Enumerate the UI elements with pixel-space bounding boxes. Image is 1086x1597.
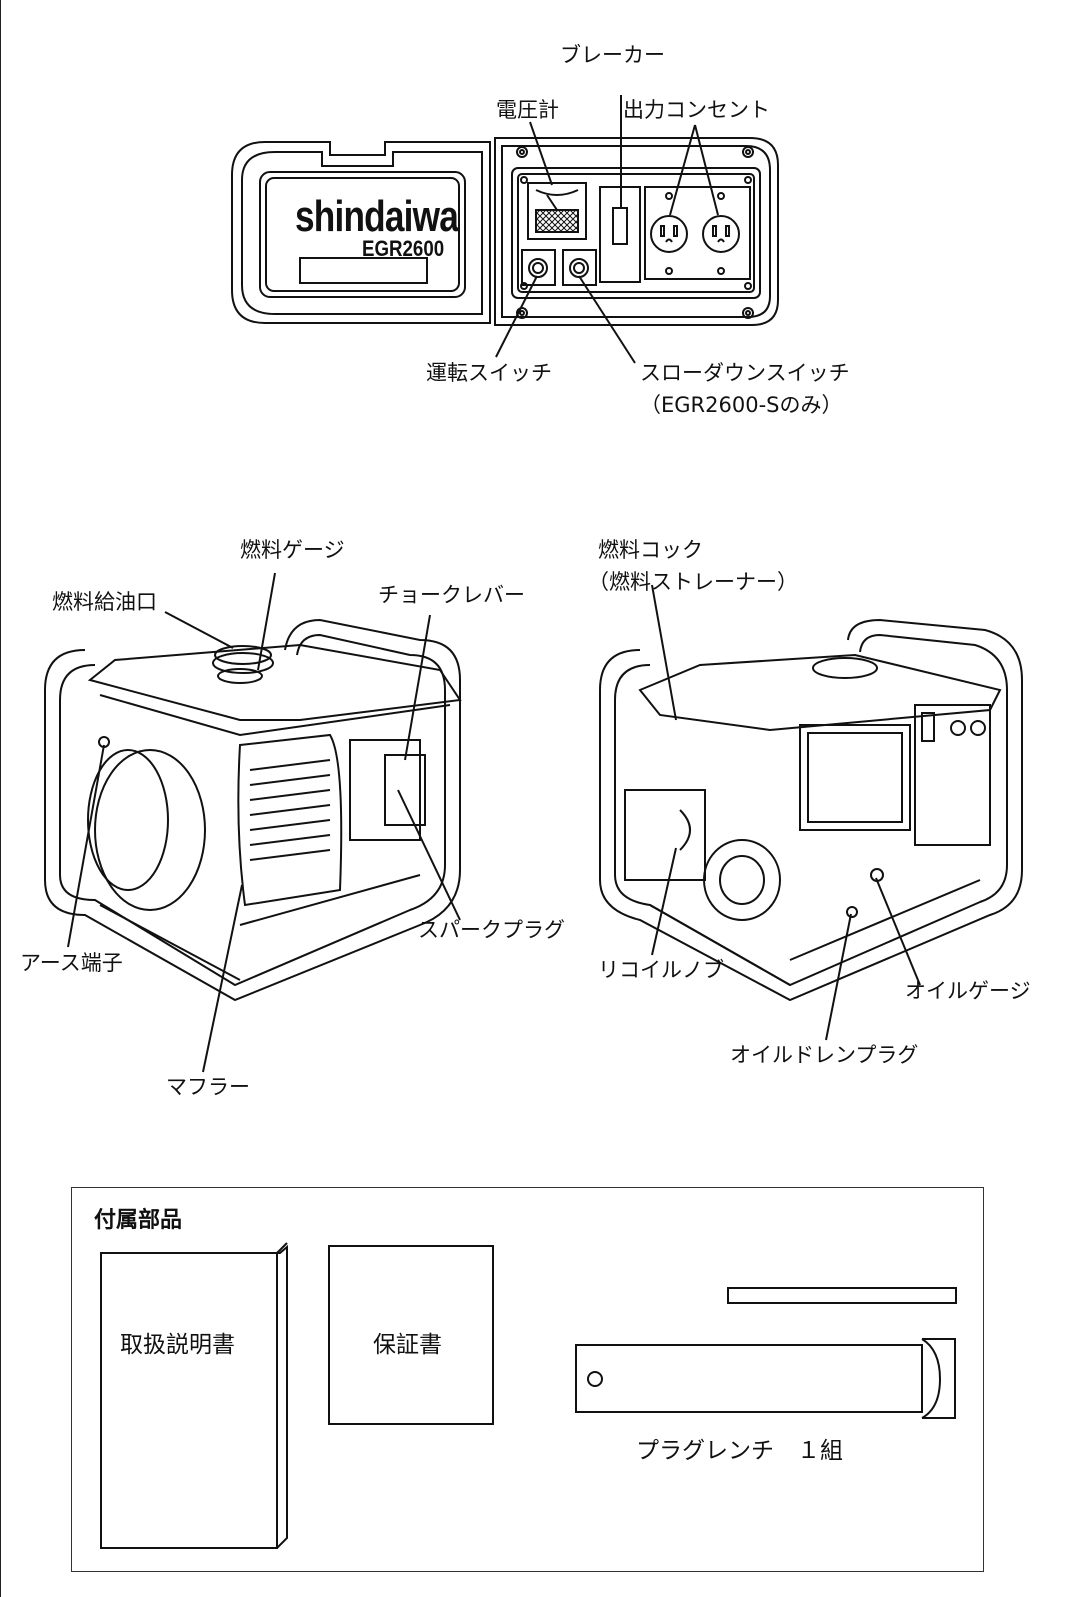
generator-right-drawing: [599, 584, 1023, 1041]
label-oil-drain-plug: オイルドレンプラグ: [730, 1043, 919, 1067]
label-breaker: ブレーカー: [560, 43, 665, 67]
model-number: EGR2600: [362, 236, 445, 261]
brand-logo: shindaiwa: [295, 192, 459, 241]
label-recoil-knob: リコイルノブ: [598, 958, 724, 982]
label-warranty: 保証書: [373, 1332, 442, 1358]
label-muffler: マフラー: [166, 1075, 250, 1099]
label-fuel-strainer: （燃料ストレーナー）: [588, 570, 798, 594]
label-earth-terminal: アース端子: [20, 951, 123, 975]
control-panel-drawing: [231, 95, 779, 364]
label-fuel-filler: 燃料給油口: [52, 590, 157, 614]
accessories-title: 付属部品: [94, 1208, 183, 1233]
label-choke-lever: チョークレバー: [378, 583, 525, 607]
label-fuel-cock: 燃料コック: [598, 538, 703, 562]
label-plug-wrench: プラグレンチ １組: [636, 1438, 843, 1464]
generator-left-drawing: [44, 572, 462, 1073]
label-manual: 取扱説明書: [120, 1332, 235, 1358]
label-slowdown-note: （EGR2600-Sのみ）: [640, 393, 843, 417]
label-voltmeter: 電圧計: [496, 98, 559, 122]
label-oil-gauge: オイルゲージ: [905, 979, 1031, 1003]
accessories-drawing: [100, 1242, 957, 1549]
label-fuel-gauge: 燃料ゲージ: [240, 538, 345, 562]
label-spark-plug: スパークプラグ: [418, 918, 565, 942]
accessories-box: [71, 1187, 984, 1572]
label-outlet: 出力コンセント: [623, 98, 770, 122]
label-slowdown-switch: スローダウンスイッチ: [640, 361, 850, 385]
label-run-switch: 運転スイッチ: [426, 361, 552, 385]
